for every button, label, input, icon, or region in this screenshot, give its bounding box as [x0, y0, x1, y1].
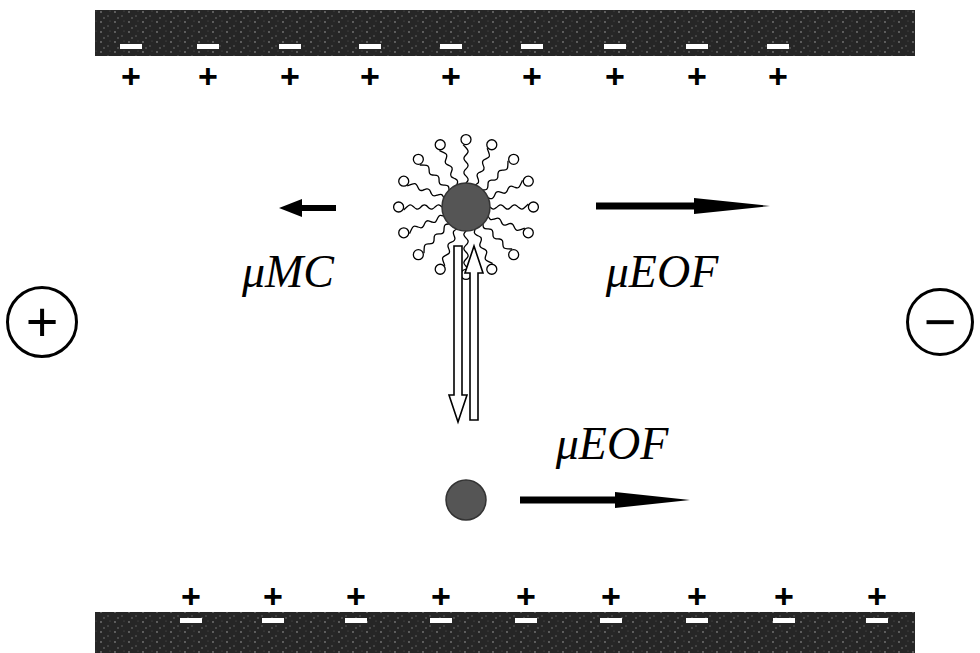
wall-charge: +	[768, 59, 788, 93]
electrode-sign: −	[924, 294, 957, 350]
wall-charge: +	[774, 579, 794, 613]
mobility-label: μMC	[242, 249, 334, 295]
wall-charge: +	[121, 59, 141, 93]
wall-charge: +	[346, 579, 366, 613]
equilibrium-arrows	[449, 246, 483, 422]
electrode-circle: −	[906, 288, 974, 356]
wall-charge: +	[441, 59, 461, 93]
migration-arrow	[279, 199, 336, 217]
wall-charge: +	[360, 59, 380, 93]
electrode-sign: +	[26, 294, 59, 350]
wall-charge: +	[687, 579, 707, 613]
mobility-label: μEOF	[606, 249, 719, 295]
electrode-circle: +	[6, 286, 78, 358]
eof-arrow	[520, 492, 690, 508]
capillary-wall	[95, 10, 915, 56]
capillary-wall	[95, 612, 915, 653]
micelle	[394, 135, 539, 280]
wall-charge: +	[516, 579, 536, 613]
wall-charge: +	[687, 59, 707, 93]
wall-charge: +	[198, 59, 218, 93]
wall-charge: +	[601, 579, 621, 613]
wall-charge: +	[605, 59, 625, 93]
wall-charge: +	[181, 579, 201, 613]
wall-charge: +	[867, 579, 887, 613]
wall-charge: +	[431, 579, 451, 613]
wall-charge: +	[263, 579, 283, 613]
analyte	[446, 480, 486, 520]
mobility-label: μEOF	[556, 421, 669, 467]
wall-charge: +	[522, 59, 542, 93]
eof-arrow	[596, 198, 770, 214]
wall-charge: +	[280, 59, 300, 93]
